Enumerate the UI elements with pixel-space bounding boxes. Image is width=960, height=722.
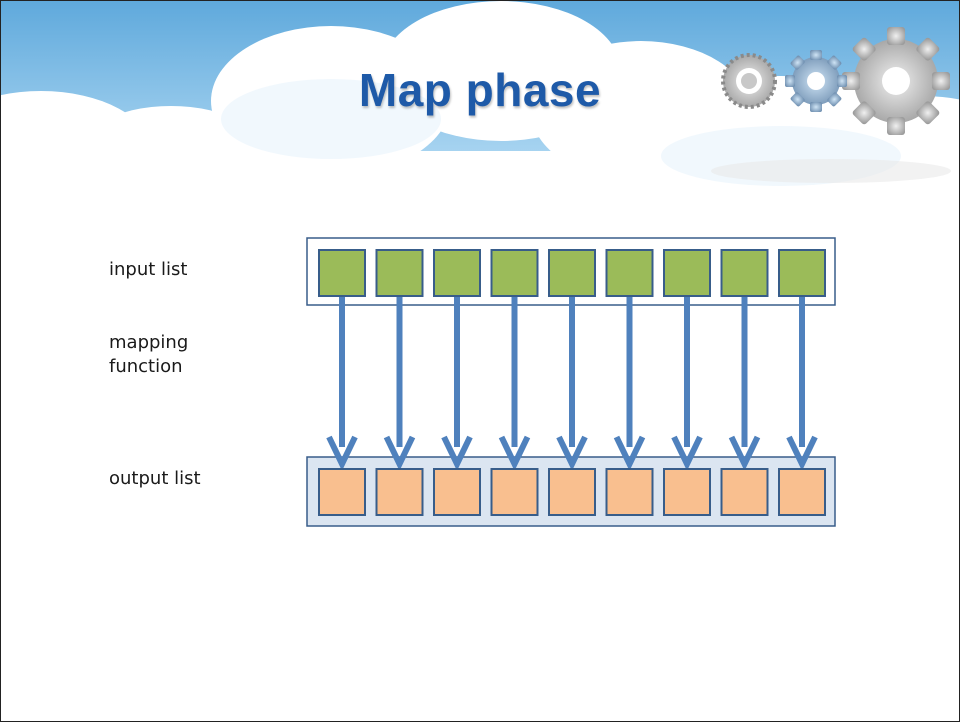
slide-title: Map phase xyxy=(358,64,602,116)
input-item-3 xyxy=(433,249,481,297)
mapping-arrow-head-9 xyxy=(786,435,818,471)
mapping-arrows xyxy=(326,296,818,471)
mapping-arrow-head-2 xyxy=(383,435,416,471)
input-item-2 xyxy=(375,249,424,297)
input-items xyxy=(318,249,826,297)
mapping-arrow-head-8 xyxy=(728,435,761,471)
input-item-7 xyxy=(663,249,711,297)
output-item-7 xyxy=(663,468,711,516)
input-item-4 xyxy=(490,249,539,297)
output-item-1 xyxy=(318,468,366,516)
mapping-arrow-head-4 xyxy=(498,435,531,471)
output-item-4 xyxy=(490,468,539,516)
mapping-arrow-head-3 xyxy=(441,435,473,471)
cloud-header-background xyxy=(1,1,959,201)
mapping-arrow-head-7 xyxy=(671,435,703,471)
input-item-1 xyxy=(318,249,366,297)
input-item-5 xyxy=(548,249,596,297)
output-item-8 xyxy=(720,468,769,516)
output-item-9 xyxy=(778,468,826,516)
mapping-arrow-head-1 xyxy=(326,435,358,471)
input-item-8 xyxy=(720,249,769,297)
output-item-6 xyxy=(605,468,654,516)
gear-cluster-icon xyxy=(721,27,950,135)
input-item-9 xyxy=(778,249,826,297)
output-item-5 xyxy=(548,468,596,516)
mapping-arrow-head-6 xyxy=(613,435,646,471)
input-list-label: input list xyxy=(109,259,188,280)
output-items xyxy=(318,468,826,516)
input-item-6 xyxy=(605,249,654,297)
mapping-arrow-head-5 xyxy=(556,435,588,471)
output-item-3 xyxy=(433,468,481,516)
output-list-label: output list xyxy=(109,468,201,489)
output-item-2 xyxy=(375,468,424,516)
mapping-function-label: mapping function xyxy=(109,332,189,377)
